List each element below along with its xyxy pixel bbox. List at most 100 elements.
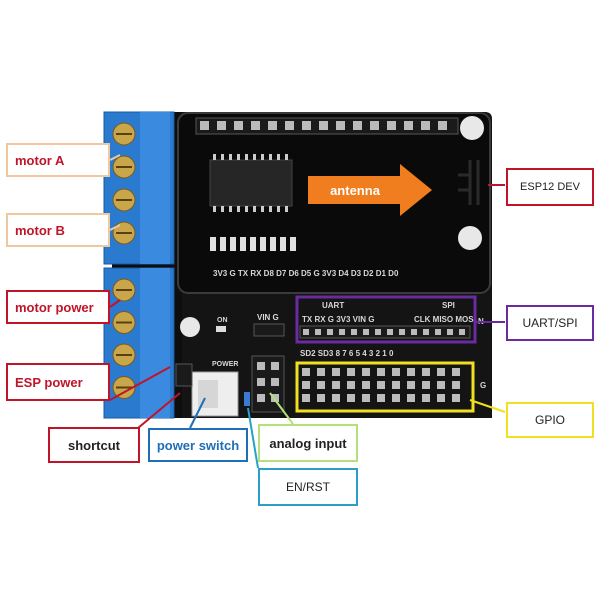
top-pin xyxy=(268,121,277,130)
leader-en-rst xyxy=(247,407,259,469)
top-pin xyxy=(438,121,447,130)
gpio-pin xyxy=(302,394,310,402)
callout-shortcut: shortcut xyxy=(48,427,140,463)
chip-leg xyxy=(253,154,256,160)
analog-header-pins xyxy=(257,362,279,402)
analog-pin xyxy=(257,394,265,402)
callout-esp12-dev: ESP12 DEV xyxy=(506,168,594,206)
gpio-pin xyxy=(332,394,340,402)
terminal-block-face xyxy=(140,112,170,264)
uart-spi-pin xyxy=(315,329,321,335)
chip-leg xyxy=(237,154,240,160)
callout-esp12-dev-label: ESP12 DEV xyxy=(520,181,580,193)
uart-spi-pin xyxy=(339,329,345,335)
gpio-pin xyxy=(422,394,430,402)
uart-spi-pin-row xyxy=(303,329,465,335)
smd-components xyxy=(210,237,296,251)
leader-power-switch xyxy=(189,397,206,429)
gpio-pin xyxy=(362,381,370,389)
callout-analog-input: analog input xyxy=(258,424,358,462)
smd-part xyxy=(260,237,266,251)
callout-shortcut-label: shortcut xyxy=(68,437,120,453)
gpio-pin xyxy=(422,368,430,376)
spi-header-label: SPI xyxy=(442,301,455,310)
power-label: POWER xyxy=(212,361,238,368)
callout-gpio-label: GPIO xyxy=(534,413,565,427)
gpio-pin xyxy=(317,394,325,402)
chip-leg xyxy=(229,154,232,160)
uart-spi-header xyxy=(299,325,471,339)
gpio-pin xyxy=(377,368,385,376)
top-pin xyxy=(217,121,226,130)
top-pin xyxy=(302,121,311,130)
module-pin-labels: 3V3 G TX RX D8 D7 D6 D5 G 3V3 D4 D3 D2 D… xyxy=(213,269,399,278)
top-pin xyxy=(353,121,362,130)
callout-esp-power: ESP power xyxy=(6,363,110,401)
callout-en-rst: EN/RST xyxy=(258,468,358,506)
callout-power-switch-label: power switch xyxy=(156,437,240,453)
top-pin-row xyxy=(200,121,447,130)
leader-gpio xyxy=(469,399,506,413)
gpio-pin xyxy=(347,381,355,389)
uart-header-label: UART xyxy=(322,301,344,310)
chip-leg xyxy=(277,154,280,160)
en-rst-button xyxy=(244,392,250,406)
leader-motor-a xyxy=(109,154,121,161)
top-pin xyxy=(336,121,345,130)
gpio-pin xyxy=(377,394,385,402)
callout-en-rst-label: EN/RST xyxy=(285,480,330,494)
mount-hole-top-right xyxy=(460,116,484,140)
leader-esp-power xyxy=(109,366,171,401)
uart-spi-pin xyxy=(399,329,405,335)
smd-part xyxy=(240,237,246,251)
smd-part xyxy=(210,237,216,251)
uart-spi-pin xyxy=(423,329,429,335)
analog-pin xyxy=(257,378,265,386)
uart-spi-pin xyxy=(387,329,393,335)
callout-gpio: GPIO xyxy=(506,402,594,438)
uart-spi-pin xyxy=(303,329,309,335)
gpio-pin xyxy=(452,394,460,402)
top-pin xyxy=(200,121,209,130)
gpio-pin xyxy=(377,381,385,389)
gpio-pin xyxy=(302,381,310,389)
callout-uart-spi-label: UART/SPI xyxy=(522,316,578,330)
spi-pin-labels: CLK MISO MOSI xyxy=(414,315,476,324)
gpio-pin xyxy=(332,368,340,376)
vin-header xyxy=(253,323,285,337)
screw-terminals xyxy=(103,111,175,419)
uart-spi-pin xyxy=(411,329,417,335)
top-pin xyxy=(285,121,294,130)
chip-leg xyxy=(285,206,288,212)
gpio-pin xyxy=(332,381,340,389)
gpio-pin xyxy=(347,394,355,402)
on-label: ON xyxy=(217,317,228,324)
gpio-pin xyxy=(392,394,400,402)
gpio-pin xyxy=(437,381,445,389)
gpio-pin xyxy=(452,381,460,389)
mount-hole-bottom-right xyxy=(458,226,482,250)
uart-spi-pin xyxy=(375,329,381,335)
gpio-pin xyxy=(347,368,355,376)
analog-pin xyxy=(271,362,279,370)
chip-leg xyxy=(213,154,216,160)
callout-analog-input-label: analog input xyxy=(269,435,347,451)
uart-spi-pin xyxy=(327,329,333,335)
leader-motor-b xyxy=(109,224,121,231)
smd-part xyxy=(230,237,236,251)
chip-leg xyxy=(245,154,248,160)
on-led xyxy=(216,326,226,332)
driver-chip xyxy=(209,159,293,207)
chip-leg xyxy=(277,206,280,212)
smd-part xyxy=(250,237,256,251)
gpio-pin-rows xyxy=(302,368,460,402)
top-pin xyxy=(387,121,396,130)
uart-spi-pin xyxy=(351,329,357,335)
chip-leg xyxy=(269,154,272,160)
callout-power-switch: power switch xyxy=(148,428,248,462)
uart-spi-pin xyxy=(447,329,453,335)
gpio-pin xyxy=(317,368,325,376)
chip-leg xyxy=(261,206,264,212)
